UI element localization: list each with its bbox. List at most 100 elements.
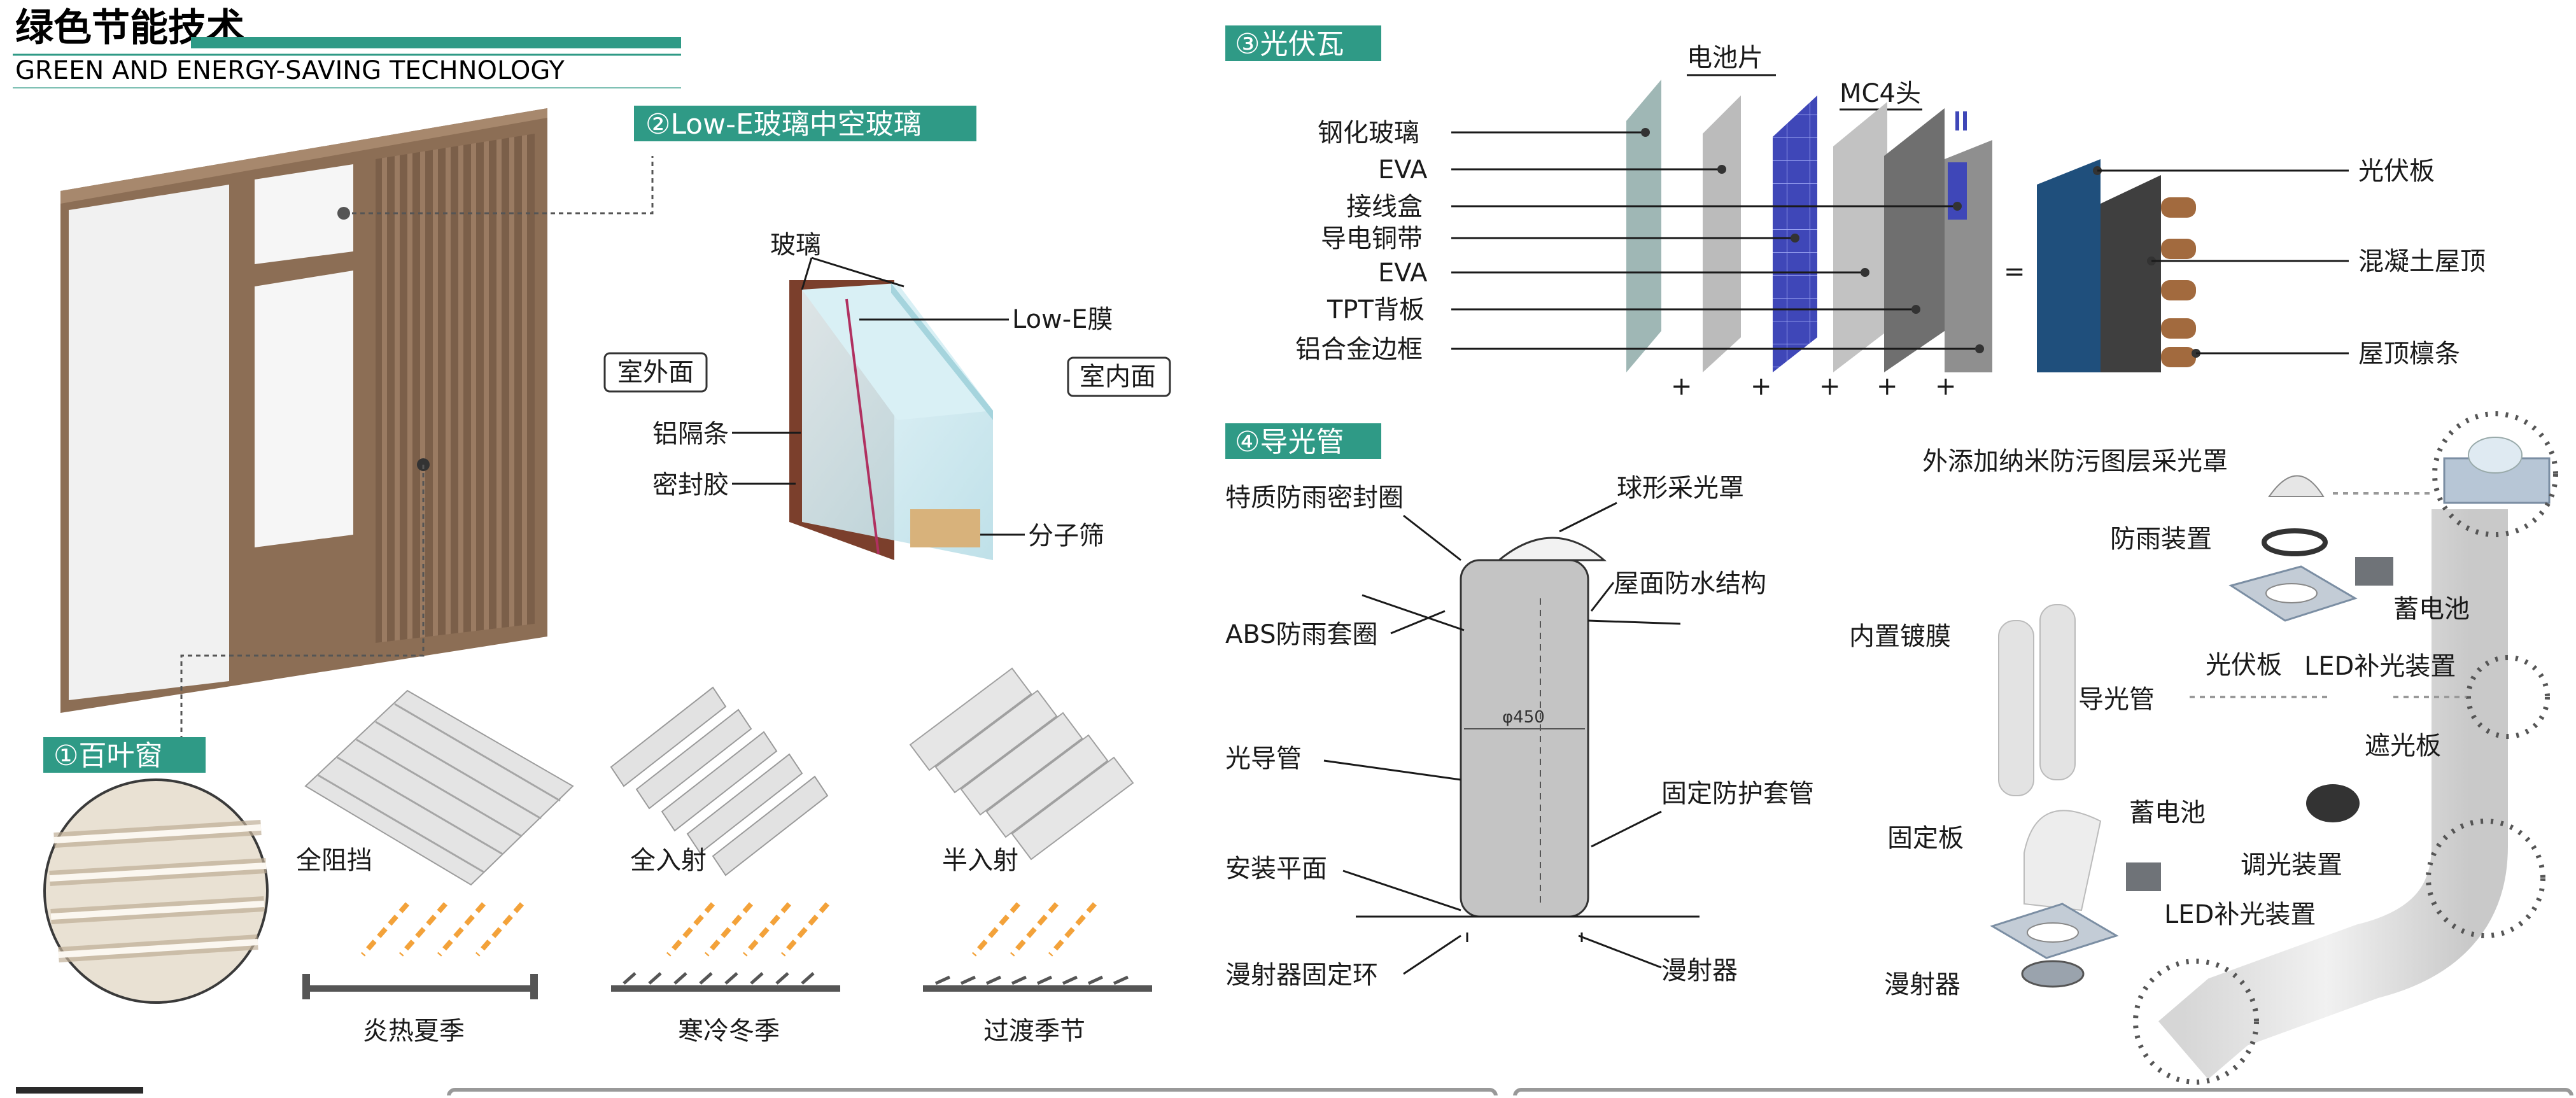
louver-season: 炎热夏季: [363, 1017, 465, 1046]
page-subtitle: GREEN AND ENERGY-SAVING TECHNOLOGY: [15, 56, 565, 85]
pv-label: 接线盒: [1346, 192, 1423, 222]
kit-battery-top: [2355, 557, 2393, 586]
louver-panel: [376, 134, 535, 643]
kit-label: 漫射器: [1884, 970, 1960, 999]
pipe-label: 安装平面: [1225, 854, 1327, 883]
plus-sign: +: [1671, 372, 1693, 401]
molecular-sieve: [910, 509, 980, 547]
pv-label: 光伏板: [2358, 157, 2435, 186]
plus-sign: +: [1876, 372, 1898, 401]
label-sealant: 密封胶: [652, 470, 729, 500]
kit-label: 导光管: [2078, 685, 2155, 714]
pv-panel: [2037, 159, 2101, 372]
svg-text:①百叶窗: ①百叶窗: [53, 740, 162, 772]
roof-purlin: [2161, 347, 2196, 367]
concrete-roof: [2101, 175, 2161, 372]
pv-layer-eva: [1703, 95, 1741, 372]
label-spacer: 铝隔条: [652, 419, 729, 449]
kit-label: 光伏板: [2206, 651, 2282, 680]
kit-rainproof-ring: [2262, 528, 2328, 556]
label-lowe-film: Low-E膜: [1012, 305, 1113, 334]
kit-label: 外添加纳米防污图层采光罩: [1922, 447, 2228, 476]
window-pane-top: [255, 164, 353, 264]
louver-mode-full-block: 全阻挡 炎热夏季: [296, 689, 574, 1046]
louver-section-tag: ①百叶窗: [43, 737, 206, 773]
louver-rail: [923, 985, 1152, 992]
window-illustration: [60, 108, 654, 742]
plus-sign: +: [1819, 372, 1841, 401]
detail-circle: [2466, 655, 2550, 739]
louver-mode-name: 全入射: [630, 846, 707, 875]
lowe-glass-diagram: 玻璃 Low-E膜 室外面 室内面 铝隔条 密封胶 分子筛: [603, 230, 1171, 560]
kit-elbow: [2023, 810, 2102, 911]
pipe-label: 特质防雨密封圈: [1225, 483, 1404, 512]
label-cell: 电池片: [1687, 43, 1763, 73]
kit-pipe-b: [2039, 604, 2076, 780]
louver-season: 过渡季节: [983, 1017, 1085, 1046]
louver-mode-name: 半入射: [942, 846, 1018, 875]
svg-text:③光伏瓦: ③光伏瓦: [1235, 28, 1344, 60]
header: 绿色节能技术 GREEN AND ENERGY-SAVING TECHNOLOG…: [13, 6, 681, 88]
kit-battery-bottom: [2126, 862, 2161, 891]
louver-closeup: [43, 778, 269, 1004]
detail-circle: [2432, 411, 2558, 537]
pv-layer-eva-2: [1833, 102, 1887, 372]
pv-label: 导电铜带: [1321, 224, 1423, 253]
label-mc4: MC4头: [1840, 79, 1921, 108]
kit-label: LED补光装置: [2304, 652, 2456, 681]
pv-layer-glass: [1626, 80, 1661, 372]
pv-label: 铝合金边框: [1295, 335, 1423, 364]
pv-label: 钢化玻璃: [1318, 118, 1419, 148]
kit-label: 防雨装置: [2110, 524, 2212, 554]
pipe-label: 漫射器: [1661, 956, 1738, 985]
kit-label: 遮光板: [2365, 731, 2441, 761]
glass-unit: [802, 290, 993, 560]
pipe-body: [1460, 559, 1589, 918]
kit-label: 调光装置: [2241, 850, 2342, 880]
plus-sign: +: [1750, 372, 1772, 401]
pipe-label: ABS防雨套圈: [1225, 620, 1378, 649]
plus-sign: +: [1935, 372, 1957, 401]
kit-dome: [2268, 475, 2325, 497]
kit-label: 内置镀膜: [1849, 622, 1951, 651]
lightpipe-kit: 外添加纳米防污图层采光罩 防雨装置 蓄电池 光伏板 LED补光装置 内置镀膜 导…: [1849, 411, 2558, 1085]
pv-section-tag: ③光伏瓦: [1225, 25, 1381, 61]
dome: [1496, 537, 1607, 561]
outdoor-label-box: [603, 352, 708, 393]
pv-label: EVA: [1378, 155, 1428, 185]
window-pane-mid: [255, 271, 353, 547]
window-pane-left: [69, 185, 229, 700]
pv-label: TPT背板: [1327, 295, 1425, 325]
louver-mode-full-incident: 全入射 寒冷冬季: [610, 686, 840, 1046]
kit-label: 蓄电池: [2393, 595, 2470, 624]
kit-diffuser: [2021, 960, 2085, 988]
pv-layer-tpt: [1884, 108, 1945, 372]
detail-circle: [2426, 819, 2545, 938]
bottom-panels: [16, 1087, 2573, 1098]
louver-mode-half-incident: 半入射 过渡季节: [909, 667, 1152, 1046]
lightpipe-section-diagram: φ450 特质防雨密封圈 ABS防雨套圈 光导管 安装平面 漫射器固定环 球形采…: [1225, 474, 1814, 990]
junction-box: [1948, 162, 1967, 220]
assembled-pipe: [2158, 509, 2508, 1080]
louver-rail: [611, 985, 840, 992]
lightpipe-section-tag: ④导光管: [1225, 423, 1381, 459]
kit-pipe-a: [1998, 620, 2034, 796]
louver-season: 寒冷冬季: [678, 1017, 780, 1046]
detail-circle: [2133, 959, 2259, 1085]
label-outdoor: 室外面: [617, 358, 694, 387]
indoor-label-box: [1067, 356, 1171, 397]
kit-label: 蓄电池: [2129, 798, 2206, 827]
pipe-label: 漫射器固定环: [1225, 961, 1378, 990]
svg-text:②Low-E玻璃中空玻璃: ②Low-E玻璃中空玻璃: [645, 108, 922, 141]
label-sieve: 分子筛: [1028, 521, 1104, 551]
pv-label: EVA: [1378, 258, 1428, 288]
pipe-label: 球形采光罩: [1617, 474, 1744, 503]
lowe-film: [845, 299, 880, 554]
svg-text:④导光管: ④导光管: [1235, 426, 1344, 458]
pipe-label: 光导管: [1225, 744, 1302, 773]
louver-rail: [306, 985, 535, 992]
pv-exploded-diagram: 电池片 MC4头 钢化玻璃 EVA 接线盒 导电铜带 EVA TPT背板 铝合金…: [1295, 43, 2486, 401]
pv-label: 屋顶檩条: [2358, 339, 2460, 369]
